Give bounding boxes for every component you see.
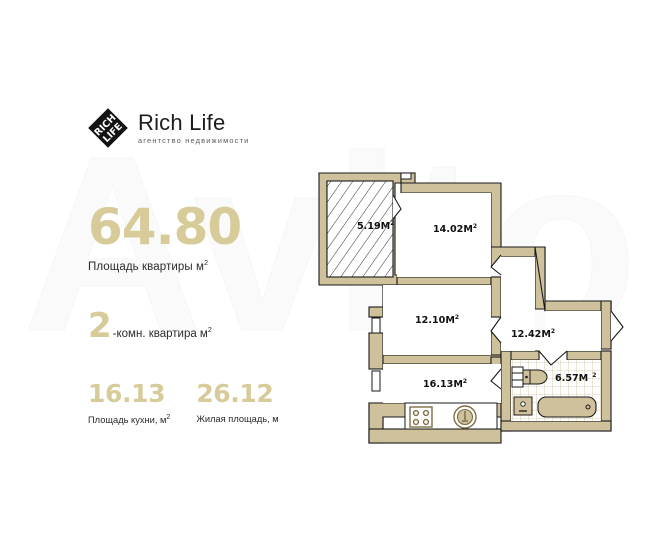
total-area-unit-sup: 2: [204, 260, 208, 267]
window-balcony: [401, 173, 411, 179]
living-area-block: 26.12 Жилая площадь, м: [196, 381, 278, 425]
rooms-unit-sup: 2: [208, 327, 212, 334]
total-area-caption: Площадь квартиры м: [88, 261, 204, 273]
rooms-count-caption: -комн. квартира м: [113, 328, 208, 340]
total-area-caption-wrap: Площадь квартиры м2: [88, 260, 328, 273]
brand-name: Rich Life: [138, 112, 250, 134]
brand-logo: RICH LIFE Rich Life агентство недвижимос…: [88, 105, 328, 151]
kitchen-area-block: 16.13 Площадь кухни, м2: [88, 381, 170, 425]
kitchen-area-caption: Площадь кухни, м: [88, 415, 166, 425]
kitchen-sink-icon: [454, 406, 476, 428]
rooms-count-caption-wrap: -комн. квартира м2: [113, 327, 212, 340]
living-area-value: 26.12: [196, 381, 278, 406]
apartment-info-panel: RICH LIFE Rich Life агентство недвижимос…: [88, 105, 328, 425]
room-label-living-room: 14.02M2: [433, 223, 477, 235]
room-label-kitchen: 16.13M2: [423, 378, 467, 390]
rooms-count-value: 2: [88, 309, 112, 343]
kitchen-area-caption-wrap: Площадь кухни, м2: [88, 414, 170, 425]
room-label-bedroom: 12.10M2: [415, 314, 459, 326]
window-kitchen: [372, 371, 380, 391]
brand-tagline: агентство недвижимости: [138, 137, 250, 144]
room-label-balcony: 5.19M2: [357, 220, 394, 232]
total-area-block: 64.80 Площадь квартиры м2: [88, 203, 328, 273]
rich-life-diamond-logo-icon: RICH LIFE: [88, 108, 128, 148]
washbasin-icon: [514, 397, 532, 415]
room-label-hallway: 12.42M2: [511, 328, 555, 340]
rooms-count-block: 2 -комн. квартира м2: [88, 309, 328, 343]
kitchen-area-value: 16.13: [88, 381, 170, 406]
stove-icon: [410, 407, 432, 427]
living-area-caption: Жилая площадь, м: [196, 414, 278, 424]
apartment-floor-plan: 5.19M2 14.02M2 12.10M2 12.42M2 16.13M2 6…: [305, 155, 635, 465]
brand-text-block: Rich Life агентство недвижимости: [138, 112, 250, 144]
bathtub-icon: [538, 397, 596, 417]
total-area-value: 64.80: [88, 203, 328, 251]
window-bedroom-upper: [372, 318, 380, 333]
secondary-stats-row: 16.13 Площадь кухни, м2 26.12 Жилая площ…: [88, 381, 328, 425]
door-entrance: [611, 311, 623, 341]
kitchen-unit-sup: 2: [166, 414, 170, 421]
